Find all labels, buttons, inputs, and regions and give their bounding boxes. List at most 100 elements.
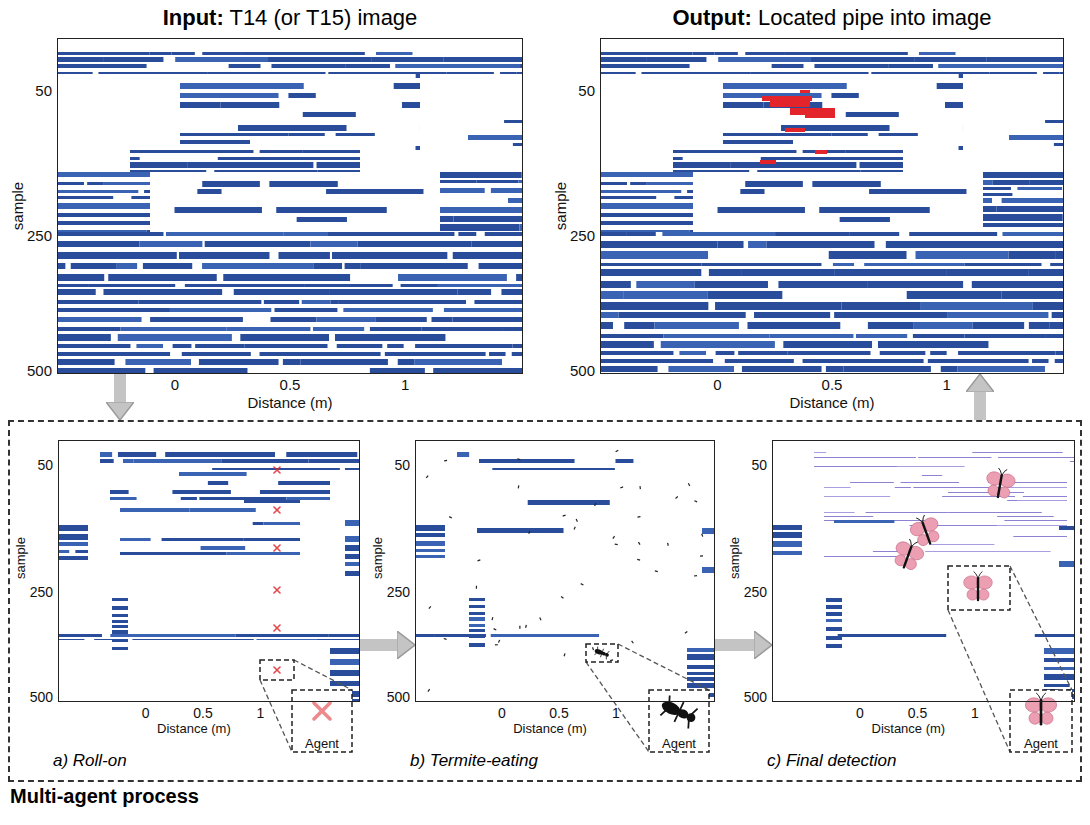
radargram-stripe [57, 52, 149, 55]
radargram-stripe [745, 181, 803, 187]
zoom-box [260, 660, 294, 680]
radargram-stripe [489, 352, 505, 356]
axis-title: Distance (m) [247, 395, 332, 410]
radargram-stripe [132, 639, 253, 640]
radargram-stripe [416, 146, 420, 150]
radargram-stripe [1054, 143, 1064, 146]
radargram-stripe [138, 300, 261, 304]
radargram-stripe [236, 634, 329, 637]
title-rest: T14 (or T15) image [224, 5, 418, 30]
radargram-stripe [471, 241, 523, 247]
radargram-stripe [600, 52, 692, 55]
radargram-stripe [103, 289, 222, 295]
radargram-stripe [218, 157, 311, 160]
radargram-stripe [1033, 302, 1064, 310]
radargram-stripe [108, 274, 217, 281]
radargram-stripe [1050, 322, 1064, 329]
radargram-stripe [370, 327, 422, 331]
radargram-stripe [770, 334, 854, 338]
radargram-stripe [303, 112, 356, 117]
radargram-stripe [764, 102, 823, 108]
axis-title: sample [371, 537, 384, 579]
radargram-stripe [469, 605, 485, 608]
radargram-stripe [997, 516, 1054, 517]
radargram-stripe [1018, 500, 1067, 501]
radargram-stripe [600, 359, 713, 363]
radargram-stripe [330, 289, 458, 295]
radargram-stripe [723, 83, 847, 89]
agent-stroke [274, 507, 280, 513]
radargram-stripe [57, 72, 93, 74]
axis-tick: 1 [612, 706, 620, 720]
radargram-stripe [275, 308, 338, 312]
termite-speck [476, 586, 477, 589]
radargram-stripe [57, 317, 142, 322]
radargram-stripe [947, 312, 1048, 318]
radargram-stripe [983, 206, 997, 212]
radargram-stripe [197, 189, 221, 194]
radargram-stripe [600, 334, 663, 338]
radargram-stripe [120, 508, 190, 512]
radargram-stripe [717, 241, 743, 248]
radargram-stripe [318, 170, 360, 172]
radargram-stripe [284, 232, 327, 236]
radargram-stripe [57, 203, 150, 209]
radargram-stripe [358, 241, 472, 247]
radargram-stripe [897, 466, 965, 467]
radargram-stripe [709, 269, 741, 276]
radargram-stripe [208, 481, 228, 485]
radargram-stripe [440, 207, 523, 213]
butterfly-antenna [1036, 693, 1046, 700]
zoom-box [586, 644, 618, 662]
radargram-stripe [1055, 351, 1064, 355]
radargram-stripe [313, 327, 364, 331]
pipe-detection [760, 160, 776, 164]
agent-inset [586, 644, 709, 752]
radargram-stripe [57, 196, 113, 199]
radargram-stripe [871, 72, 989, 74]
radargram-stripe [229, 64, 261, 68]
radargram-stripe [288, 93, 315, 98]
axis-tick: 0.5 [193, 706, 212, 720]
radargram-stripe [326, 189, 423, 194]
radargram-stripe [787, 351, 870, 355]
radargram-stripe [175, 57, 268, 62]
butterfly-body [904, 547, 912, 568]
radargram-stripe [947, 269, 1028, 276]
radargram-stripe [868, 322, 914, 329]
axis-tick: 1 [942, 377, 950, 392]
radargram-stripe [415, 555, 445, 558]
rollon-agent [314, 703, 330, 719]
radargram-stripe [690, 230, 693, 232]
radargram-stripe [474, 300, 523, 304]
radargram-stripe [957, 366, 1045, 372]
radargram-stripe [375, 317, 427, 322]
termite-speck [498, 640, 499, 643]
radargram-stripe [600, 263, 702, 266]
termite-speck [675, 497, 677, 499]
agent-label: Agent [662, 737, 696, 750]
step-panel: b) Termite-eating [415, 440, 715, 702]
radargram-stripe [139, 241, 202, 247]
radargram-stripe [454, 216, 523, 222]
radargram-stripe [329, 634, 350, 637]
radargram-stripe [238, 125, 347, 131]
radargram-stripe [476, 180, 518, 183]
inset-box [1010, 690, 1072, 752]
butterfly-antenna [916, 515, 927, 524]
rollon-agent [274, 467, 280, 473]
radargram-stripe [844, 366, 931, 372]
radargram-stripe [469, 617, 485, 621]
radargram-stripe [687, 672, 715, 675]
radargram-stripe [173, 344, 192, 348]
radargram-stripe [346, 64, 390, 68]
radargram-stripe [600, 251, 708, 259]
radargram-stripe [492, 468, 615, 470]
radargram-stripe [516, 274, 523, 281]
radargram-stripe [600, 203, 693, 209]
butterfly-wing [1029, 712, 1041, 724]
radargram-stripe [716, 351, 735, 355]
termite-speck [428, 689, 430, 692]
butterfly-antenna [997, 468, 1007, 476]
radargram-stripe [1023, 496, 1067, 497]
